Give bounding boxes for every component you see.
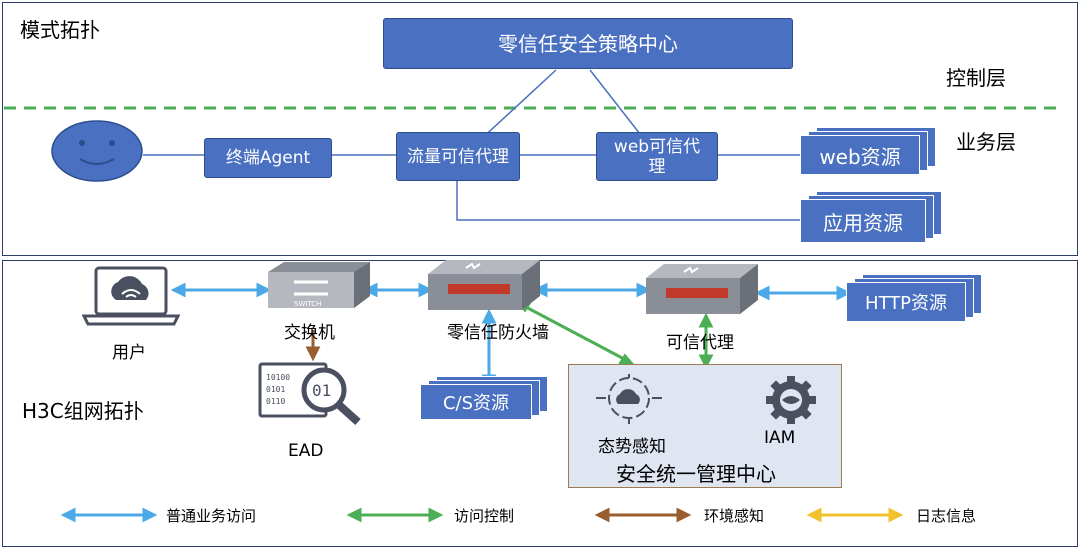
terminal-agent-box: 终端Agent	[204, 138, 332, 178]
firewall-mgmt-arrow	[523, 304, 627, 362]
svg-text:01: 01	[312, 381, 331, 400]
svg-text:10100: 10100	[266, 373, 290, 382]
legend-normal-access: 普通业务访问	[166, 507, 257, 525]
policy-to-traffic-line	[477, 69, 557, 143]
svg-text:0101: 0101	[266, 385, 285, 394]
legend-access-control: 访问控制	[454, 507, 515, 525]
legend-env-sense: 环境感知	[704, 507, 765, 525]
http-resource-stack: HTTP资源	[846, 274, 986, 324]
switch-icon: SWITCH	[268, 262, 370, 308]
trusted-proxy-label: 可信代理	[666, 333, 734, 353]
iam-label: IAM	[764, 428, 796, 448]
policy-to-web-line	[589, 69, 641, 135]
policy-center-box: 零信任安全策略中心	[383, 18, 793, 69]
traffic-proxy-box: 流量可信代理	[396, 132, 520, 181]
situation-awareness-label: 态势感知	[598, 437, 666, 457]
mode-topology-title: 模式拓扑	[20, 18, 100, 42]
traffic-to-app-line	[456, 180, 800, 221]
http-resource-label: HTTP资源	[846, 282, 966, 322]
ead-label: EAD	[288, 441, 324, 461]
trusted-proxy-icon	[646, 264, 758, 314]
firewall-icon	[428, 260, 540, 310]
mgmt-center-label: 安全统一管理中心	[616, 462, 776, 486]
control-layer-label: 控制层	[946, 66, 1006, 90]
cs-resource-stack: C/S资源	[420, 376, 552, 422]
business-layer-label: 业务层	[956, 130, 1016, 154]
web-resource-label: web资源	[800, 135, 920, 175]
app-resource-stack: 应用资源	[800, 191, 946, 245]
svg-text:0110: 0110	[266, 397, 285, 406]
web-proxy-box: web可信代理	[596, 132, 718, 181]
laptop-icon	[82, 266, 181, 326]
web-resource-stack: web资源	[800, 127, 940, 177]
ead-icon: 10100 0101 0110 01	[258, 362, 361, 425]
user-label: 用户	[112, 343, 146, 363]
switch-label: 交换机	[284, 323, 335, 343]
user-smiley-icon	[51, 120, 143, 182]
legend-log-info: 日志信息	[916, 507, 977, 525]
h3c-topology-title: H3C组网拓扑	[22, 399, 144, 423]
switch-tag: SWITCH	[294, 300, 321, 308]
app-resource-label: 应用资源	[800, 199, 926, 243]
cs-resource-label: C/S资源	[420, 384, 532, 420]
situation-awareness-icon	[596, 374, 662, 424]
firewall-label: 零信任防火墙	[447, 323, 549, 343]
iam-gear-icon	[766, 376, 816, 424]
